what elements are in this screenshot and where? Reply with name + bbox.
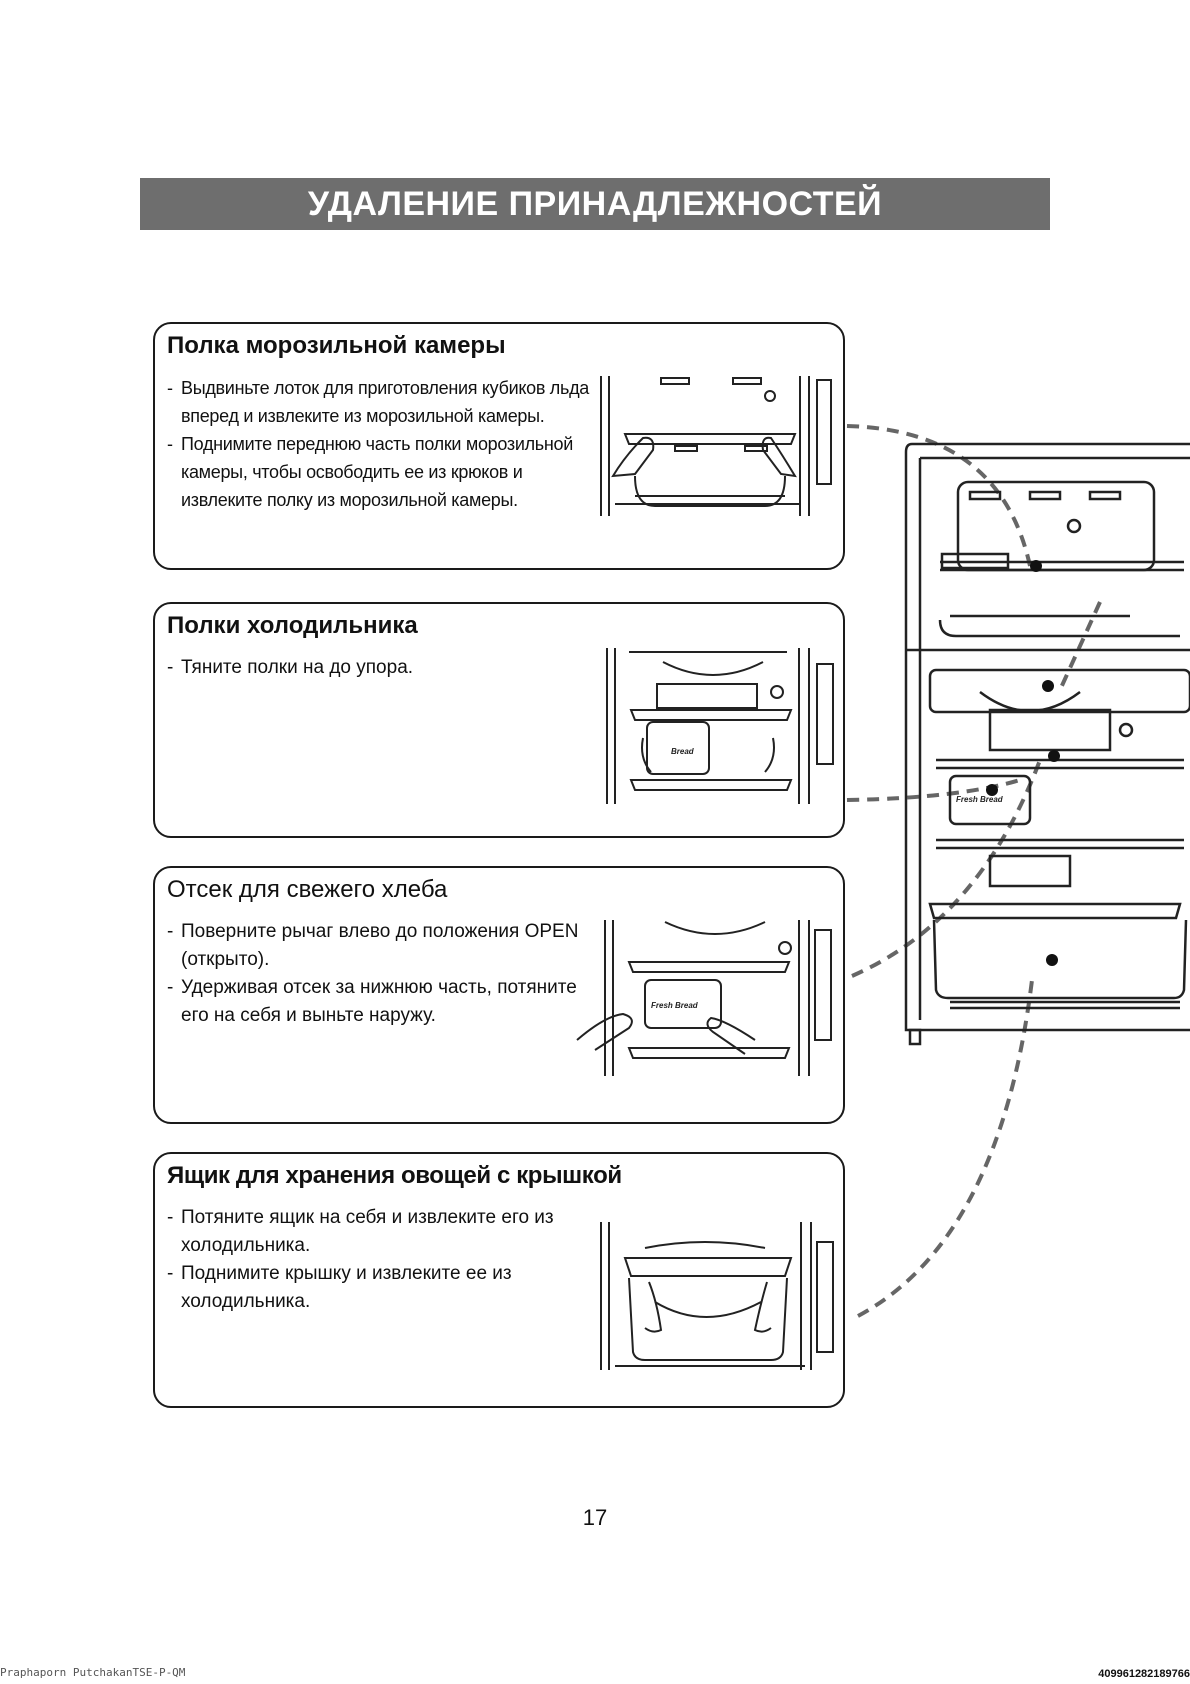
footer-code: 409961282189766	[1098, 1668, 1190, 1680]
section-freezer-shelf: Полка морозильной камеры Выдвиньте лоток…	[153, 322, 845, 570]
vegetable-drawer-illustration	[600, 1222, 834, 1370]
instruction-list: Тяните полки на до упора.	[167, 654, 587, 682]
freezer-shelf-illustration	[600, 376, 832, 516]
footer-author: Praphaporn PutchakanTSE-P-QM	[0, 1666, 186, 1679]
section-heading: Полка морозильной камеры	[167, 332, 506, 359]
refrigerator-overview-illustration: Fresh Bread	[904, 442, 1190, 1046]
instruction-item: Поднимите переднюю часть полки морозильн…	[167, 430, 597, 514]
fresh-bread-overview-label: Fresh Bread	[956, 795, 1004, 804]
bread-label: Bread	[671, 747, 695, 756]
instruction-item: Поверните рычаг влево до положения OPEN …	[167, 918, 587, 974]
instruction-list: Выдвиньте лоток для приготовления кубико…	[167, 374, 597, 514]
instruction-item: Тяните полки на до упора.	[167, 654, 587, 682]
instruction-item: Удерживая отсек за нижнюю часть, потянит…	[167, 974, 587, 1030]
instruction-item: Поднимите крышку и извлеките ее из холод…	[167, 1260, 587, 1316]
section-fridge-shelves: Полки холодильника Тяните полки на до уп…	[153, 602, 845, 838]
fridge-shelf-illustration: Bread	[606, 648, 834, 804]
page-number: 17	[582, 1505, 608, 1530]
section-heading: Ящик для хранения овощей с крышкой	[167, 1162, 622, 1189]
section-heading: Полки холодильника	[167, 612, 418, 639]
instruction-list: Поверните рычаг влево до положения OPEN …	[167, 918, 587, 1030]
instruction-item: Выдвиньте лоток для приготовления кубико…	[167, 374, 597, 430]
section-fresh-bread: Отсек для свежего хлеба Поверните рычаг …	[153, 866, 845, 1124]
section-heading: Отсек для свежего хлеба	[167, 876, 448, 903]
page-title: УДАЛЕНИЕ ПРИНАДЛЕЖНОСТЕЙ	[140, 178, 1050, 230]
section-vegetable-drawer: Ящик для хранения овощей с крышкой Потян…	[153, 1152, 845, 1408]
fresh-bread-label: Fresh Bread	[651, 1001, 699, 1010]
fresh-bread-illustration: Fresh Bread	[576, 920, 832, 1076]
instruction-list: Потяните ящик на себя и извлеките его из…	[167, 1204, 587, 1316]
instruction-item: Потяните ящик на себя и извлеките его из…	[167, 1204, 587, 1260]
